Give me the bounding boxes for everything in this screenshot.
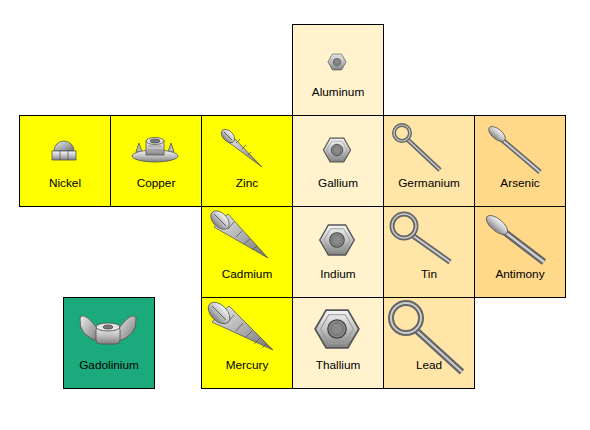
element-name: Arsenic: [475, 176, 565, 191]
element-name: Gallium: [293, 176, 383, 191]
element-name: Germanium: [384, 176, 474, 191]
element-name: Mercury: [202, 358, 292, 373]
element-name: Copper: [111, 176, 201, 191]
hex-nut: [315, 54, 359, 348]
wood-screw: [204, 127, 273, 350]
element-name: Indium: [293, 267, 383, 282]
carriage-bolt: [483, 124, 544, 262]
element-name: Aluminum: [293, 85, 383, 100]
element-name: Cadmium: [202, 267, 292, 282]
eye-bolt: [391, 125, 462, 372]
element-name: Antimony: [475, 267, 565, 282]
element-name: Lead: [384, 358, 474, 373]
element-cell: Zinc: [201, 115, 293, 207]
element-name: Zinc: [202, 176, 292, 191]
element-name: Thallium: [293, 358, 383, 373]
element-cell: Nickel: [19, 115, 111, 207]
tee-nut: [132, 138, 178, 163]
element-name: Tin: [384, 267, 474, 282]
acorn-nut: [52, 141, 76, 160]
wing-nut: [80, 316, 136, 344]
element-name: Gadolinium: [64, 358, 154, 373]
element-name: Nickel: [20, 176, 110, 191]
element-cell: Arsenic: [474, 115, 566, 207]
